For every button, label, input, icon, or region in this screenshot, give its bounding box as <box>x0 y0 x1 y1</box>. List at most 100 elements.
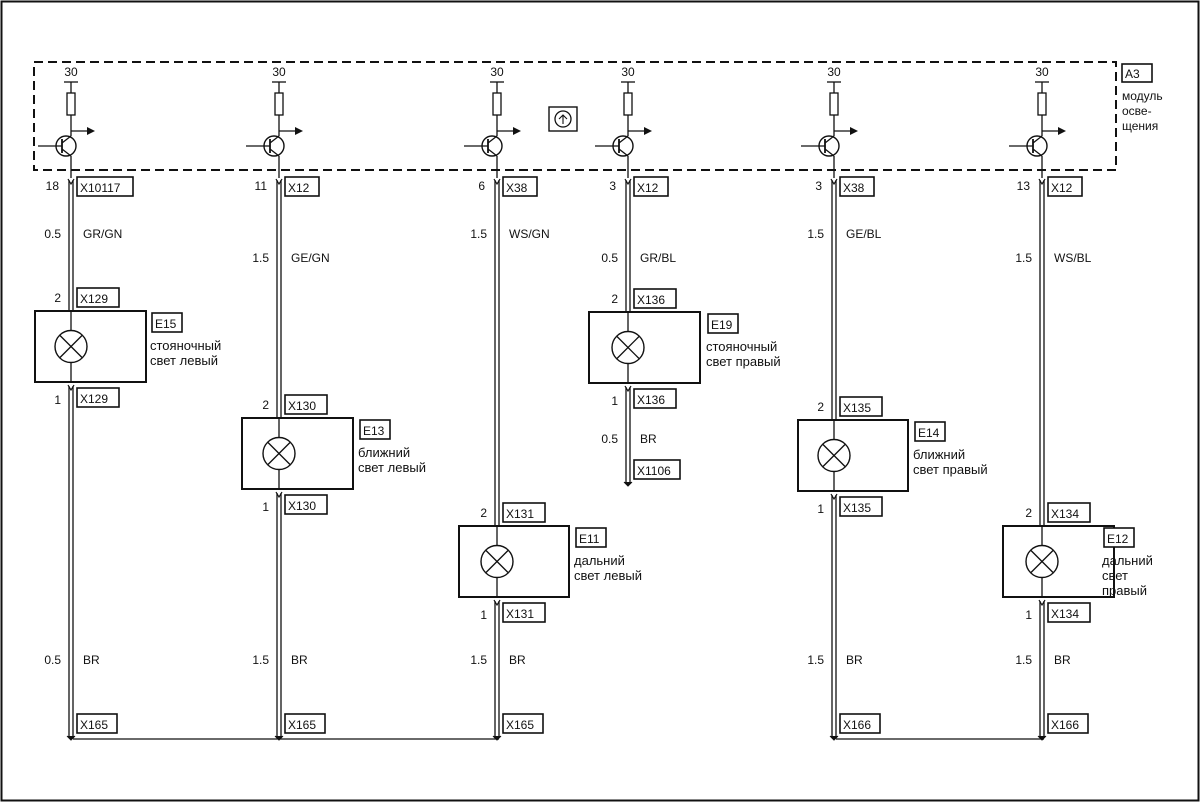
lamp-connector-in: X135 <box>843 401 871 415</box>
lamp-housing <box>241 417 354 490</box>
lamp-connector-in: X136 <box>637 293 665 307</box>
lamp-description-line: свет правый <box>913 462 988 477</box>
transistor-emitter <box>487 148 498 157</box>
lamp-pin-in: 2 <box>611 292 618 306</box>
lamp-connector-in-box <box>502 502 546 523</box>
lamp-description-line: стояночный <box>706 339 777 354</box>
module-id-label-box <box>1121 63 1153 83</box>
lamp-connector-out-box <box>284 494 328 515</box>
wire-gauge-label: 0.5 <box>601 251 618 265</box>
lamp-id-label-box <box>359 419 391 440</box>
top-pin-number: 18 <box>46 179 60 193</box>
resistor-symbol <box>274 92 284 116</box>
ground-gauge-label: 1.5 <box>470 653 487 667</box>
top-pin-number: 13 <box>1017 179 1031 193</box>
ground-connector-label-box <box>502 713 544 734</box>
transistor-collector <box>618 135 629 144</box>
lamp-description-line: свет правый <box>706 354 781 369</box>
ground-terminal <box>274 735 284 741</box>
wire-color-label: WS/BL <box>1054 251 1092 265</box>
lamp-description-line: свет левый <box>150 353 218 368</box>
module-symbol-icon <box>558 114 568 124</box>
transistor-collector <box>1032 135 1043 144</box>
lamp-pin-in: 2 <box>480 506 487 520</box>
top-connector-label: X12 <box>1051 181 1073 195</box>
ground-color-label: BR <box>83 653 100 667</box>
lamp-pin-out: 1 <box>54 393 61 407</box>
lamp-connector-out-box <box>633 388 677 409</box>
lamp-bulb-cross-b <box>267 442 291 465</box>
ground-color-label: BR <box>1054 653 1071 667</box>
module-boundary <box>33 61 1117 171</box>
top-connector-label-box <box>839 176 875 197</box>
lamp-description-line: ближний <box>913 447 965 462</box>
resistor-symbol <box>829 92 839 116</box>
wire-gauge-label: 1.5 <box>470 227 487 241</box>
resistor-symbol <box>623 92 633 116</box>
ground-gauge-label: 0.5 <box>44 653 61 667</box>
transistor-collector <box>61 135 72 144</box>
module-id-label: A3 <box>1125 67 1140 81</box>
ground-connector-label-box <box>839 713 881 734</box>
module-desc-line: щения <box>1122 119 1158 133</box>
resistor-symbol <box>66 92 76 116</box>
wire-color-label: WS/GN <box>509 227 550 241</box>
ground-gauge-label: 1.5 <box>807 653 824 667</box>
ground-connector-label: X166 <box>1051 718 1079 732</box>
lamp-pin-in: 2 <box>1025 506 1032 520</box>
supply-30-label: 30 <box>64 65 78 79</box>
ground-gauge-label: 0.5 <box>601 432 618 446</box>
transistor-emitter <box>824 148 835 157</box>
lamp-connector-in: X134 <box>1051 507 1079 521</box>
ground-connector-label: X165 <box>80 718 108 732</box>
lamp-id-label-box <box>707 313 739 334</box>
wire-gauge-label: 1.5 <box>807 227 824 241</box>
ground-gauge-label: 1.5 <box>1015 653 1032 667</box>
top-pin-number: 6 <box>478 179 485 193</box>
lamp-description-line: свет левый <box>358 460 426 475</box>
supply-30-label: 30 <box>490 65 504 79</box>
resistor-symbol <box>492 92 502 116</box>
module-desc-line: осве- <box>1122 104 1152 118</box>
lamp-pin-out: 1 <box>262 500 269 514</box>
lamp-id-label: E11 <box>579 532 600 546</box>
ground-terminal <box>623 481 633 487</box>
ground-connector-label: X165 <box>506 718 534 732</box>
top-connector-label-box <box>502 176 538 197</box>
lamp-description-line: стояночный <box>150 338 221 353</box>
ground-connector-label: X165 <box>288 718 316 732</box>
lamp-bulb-cross-b <box>1030 550 1054 573</box>
lamp-connector-in-box <box>1047 502 1091 523</box>
ground-color-label: BR <box>640 432 657 446</box>
wire-color-label: GE/BL <box>846 227 882 241</box>
lamp-connector-out-box <box>1047 602 1091 623</box>
wire-gauge-label: 1.5 <box>1015 251 1032 265</box>
lamp-housing <box>458 525 570 598</box>
lamp-id-label: E13 <box>363 424 385 438</box>
lamp-connector-in: X129 <box>80 292 108 306</box>
ground-terminal <box>1037 735 1047 741</box>
ground-terminal <box>492 735 502 741</box>
lamp-connector-out: X136 <box>637 393 665 407</box>
module-desc-line: модуль <box>1122 89 1163 103</box>
lamp-pin-in: 2 <box>262 398 269 412</box>
lamp-pin-in: 2 <box>54 291 61 305</box>
transistor-collector <box>824 135 835 144</box>
lamp-connector-in-box <box>284 394 328 415</box>
lamp-connector-in: X131 <box>506 507 534 521</box>
ground-color-label: BR <box>509 653 526 667</box>
ground-connector-label-box <box>284 713 326 734</box>
ground-terminal <box>66 735 76 741</box>
transistor-collector <box>269 135 280 144</box>
top-connector-label: X38 <box>506 181 528 195</box>
ground-connector-label-box <box>1047 713 1089 734</box>
lamp-id-label-box <box>575 527 607 548</box>
lamp-id-label: E14 <box>918 426 940 440</box>
transistor-emitter <box>618 148 629 157</box>
lamp-description-line: свет <box>1102 568 1128 583</box>
wire-gauge-label: 0.5 <box>44 227 61 241</box>
top-pin-number: 3 <box>815 179 822 193</box>
transistor-collector <box>487 135 498 144</box>
lamp-connector-in-box <box>633 288 677 309</box>
